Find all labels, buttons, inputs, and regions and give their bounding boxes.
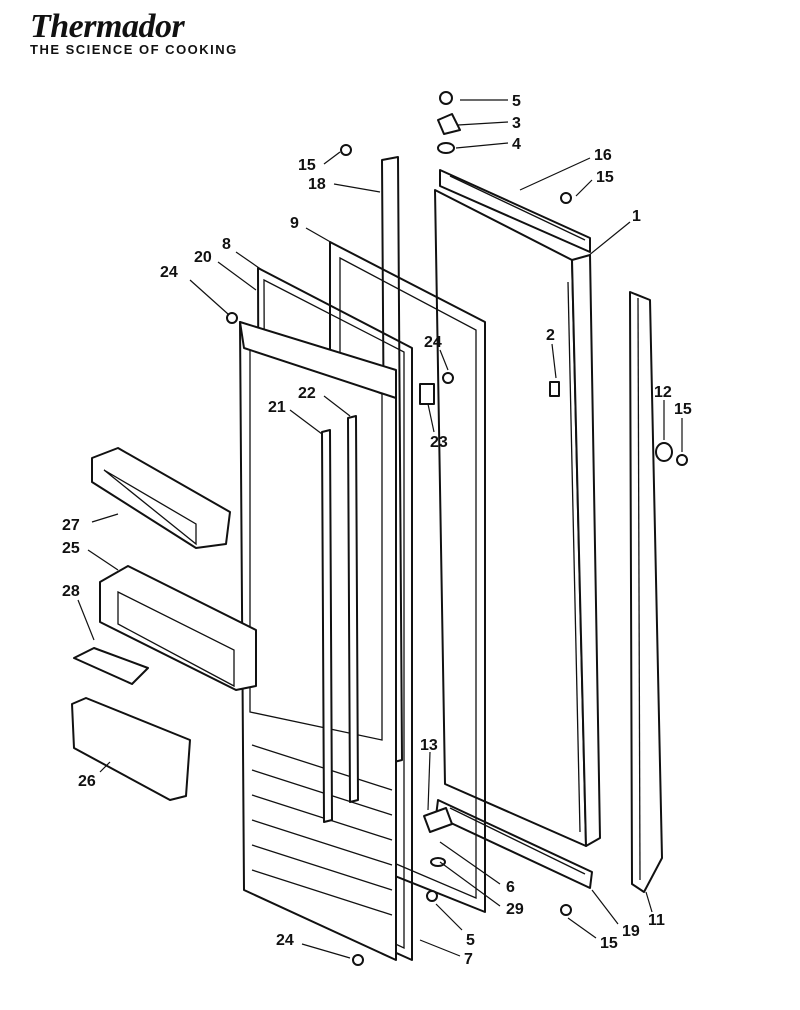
part-2-bracket [549, 381, 560, 397]
part-4-washer-top [437, 142, 455, 154]
callout-18: 18 [308, 176, 326, 193]
callout-24-upper-left: 24 [160, 264, 178, 281]
part-28-egg-tray [73, 647, 149, 685]
leader-lines [77, 99, 683, 959]
callout-8: 8 [222, 236, 231, 253]
part-21-shelf-rail [321, 429, 333, 823]
callout-22: 22 [298, 385, 316, 402]
part-27-door-bin [91, 447, 231, 549]
callout-5-bottom: 5 [466, 932, 475, 949]
callout-16: 16 [594, 147, 612, 164]
callout-15-right-middle: 15 [674, 401, 692, 418]
brand-logo: Thermador THE SCIENCE OF COOKING [30, 8, 238, 57]
callout-6: 6 [506, 879, 515, 896]
brand-tagline: THE SCIENCE OF COOKING [30, 42, 238, 57]
brand-name: Thermador [30, 8, 185, 45]
part-24-screw-a [226, 312, 238, 324]
part-11-side-trim [629, 291, 663, 893]
callout-labels: 5 3 4 16 15 15 18 1 9 8 20 24 2 24 12 15… [62, 93, 692, 968]
part-16-top-channel [439, 169, 591, 253]
part-15-screw-b [560, 192, 572, 204]
callout-13: 13 [420, 737, 438, 754]
callout-19: 19 [622, 923, 640, 940]
callout-24-bottom: 24 [276, 932, 294, 949]
part-26-dairy-door [71, 697, 191, 801]
part-hardware [226, 91, 688, 966]
part-6-washer [430, 857, 446, 867]
callout-27: 27 [62, 517, 80, 534]
callout-11: 11 [648, 912, 665, 929]
callout-25: 25 [62, 540, 80, 557]
callout-15-left-top: 15 [298, 157, 316, 174]
part-15-screw-d [560, 904, 572, 916]
callout-29: 29 [506, 901, 524, 918]
part-25-dairy-compartment [99, 565, 257, 691]
part-5-screw-bottom [426, 890, 438, 902]
part-5-screw-top [439, 91, 453, 105]
callout-9: 9 [290, 215, 299, 232]
callout-7: 7 [464, 951, 473, 968]
callout-20: 20 [194, 249, 212, 266]
callout-1: 1 [632, 208, 641, 225]
callout-3: 3 [512, 115, 521, 132]
callout-15-right-top: 15 [596, 169, 614, 186]
part-24-screw-b [442, 372, 454, 384]
callout-4: 4 [512, 136, 521, 153]
callout-26: 26 [78, 773, 96, 790]
part-12-bushing [655, 442, 673, 462]
part-3-hinge-top [437, 113, 461, 135]
part-15-screw-c [676, 454, 688, 466]
callout-23: 23 [430, 434, 448, 451]
callout-12: 12 [654, 384, 672, 401]
part-1-door-panel [434, 189, 601, 847]
part-23-clip [419, 383, 435, 405]
callout-28: 28 [62, 583, 80, 600]
callout-15-bottom: 15 [600, 935, 618, 952]
part-15-screw-a [340, 144, 352, 156]
callout-2: 2 [546, 327, 555, 344]
callout-21: 21 [268, 399, 286, 416]
part-13-hinge-bottom [423, 807, 453, 833]
part-24-screw-c [352, 954, 364, 966]
callout-24-middle: 24 [424, 334, 442, 351]
callout-5-top: 5 [512, 93, 521, 110]
part-7-door-front [239, 321, 397, 961]
part-22-shelf-rail [347, 415, 359, 803]
